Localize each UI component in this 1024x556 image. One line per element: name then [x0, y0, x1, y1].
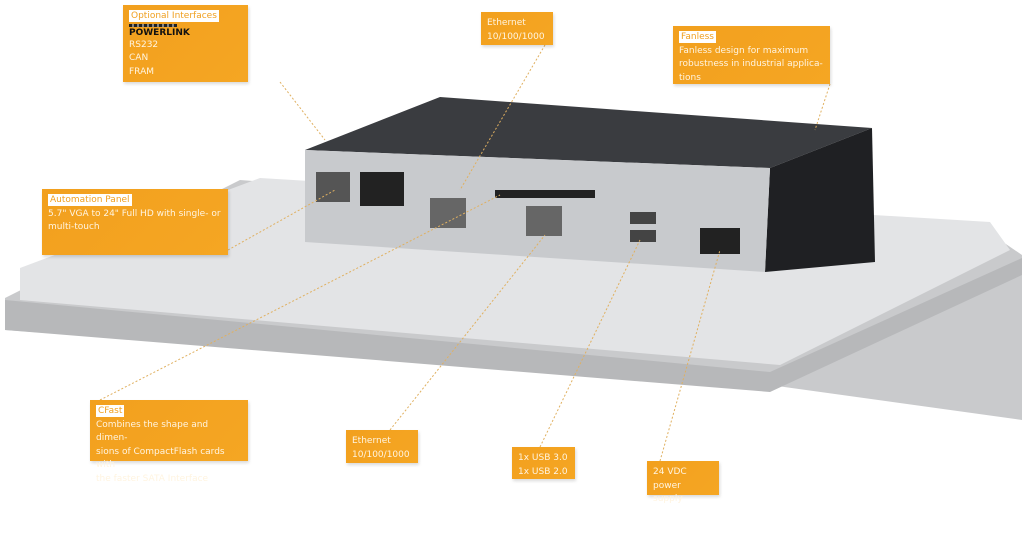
callout-line: Combines the shape and dimen- [96, 419, 209, 444]
callout-title: Fanless [679, 31, 716, 43]
callout-line: 1x USB 2.0 [518, 466, 568, 477]
callout-line: 1x USB 3.0 [518, 453, 568, 463]
callout-line: CAN [129, 53, 149, 63]
callout-usb: 1x USB 3.0 1x USB 2.0 [512, 447, 575, 479]
callout-line: 5.7" VGA to 24" Full HD with single- or [48, 208, 221, 219]
device-top [305, 97, 872, 168]
power-connector [700, 228, 740, 254]
ethernet-port [316, 172, 350, 202]
callout-power: 24 VDC power supply [647, 461, 719, 504]
callout-line: RS232 [129, 39, 159, 50]
callout-fanless: Fanless Fanless design for maximum robus… [673, 26, 830, 84]
ethernet-port [430, 198, 466, 228]
powerlink-logo: POWERLINK [129, 24, 242, 39]
callout-line: power supply [653, 480, 683, 505]
callout-line: 24 VDC [653, 467, 687, 477]
callout-line: 10/100/1000 [352, 449, 410, 460]
callout-title: Optional Interfaces [129, 10, 219, 22]
callout-line: sions of CompactFlash cards with [96, 446, 225, 471]
callout-ethernet-top: Ethernet 10/100/1000 [481, 12, 553, 45]
panel-bezel-lip [5, 258, 1022, 392]
callout-line: FRAM [129, 66, 154, 77]
leader-lines [99, 44, 831, 462]
callout-automation-panel: Automation Panel 5.7" VGA to 24" Full HD… [42, 189, 228, 255]
callout-cfast: CFast Combines the shape and dimen- sion… [90, 400, 248, 484]
callout-line: Ethernet [487, 18, 526, 28]
cfast-slot [495, 190, 595, 198]
callout-title: Automation Panel [48, 194, 132, 206]
callout-line: 10/100/1000 [487, 31, 545, 42]
callout-title: CFast [96, 405, 125, 417]
callout-line: the faster SATA Interface [96, 473, 209, 484]
usb-port [630, 230, 656, 242]
callout-line: tions [679, 72, 701, 83]
callout-line: Fanless design for maximum [679, 45, 809, 56]
usb-port [630, 212, 656, 224]
device-side [765, 128, 875, 272]
callout-line: robustness in industrial applica- [679, 59, 823, 69]
callout-ethernet-bottom: Ethernet 10/100/1000 [346, 430, 418, 463]
callout-line: Ethernet [352, 436, 391, 446]
io-connector [360, 172, 404, 206]
ethernet-port [526, 206, 562, 236]
callout-optional-interfaces: Optional Interfaces POWERLINK RS232 CAN … [123, 5, 248, 82]
callout-line: multi-touch [48, 222, 100, 232]
